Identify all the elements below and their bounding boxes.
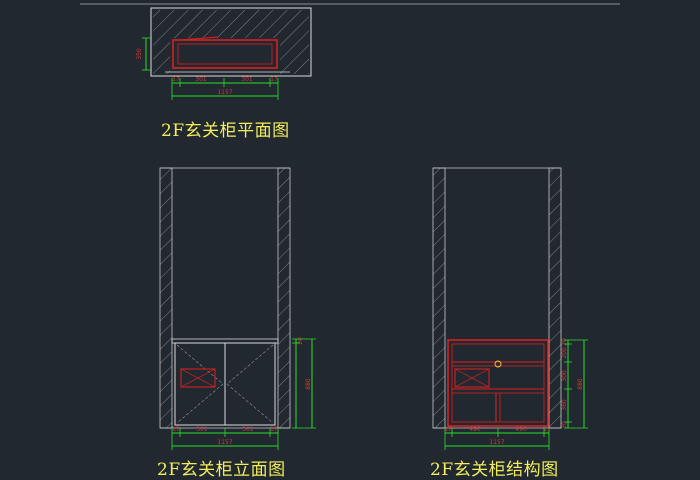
structure-dim-right-seg-5: 20 [561, 421, 568, 429]
structure-dim-right-seg-1: 20 [561, 338, 568, 346]
structure-view: 20 200 300 360 20 880 17 490 490 17 1157 [432, 167, 588, 450]
elevation-dim-seg-4: 17 [270, 426, 278, 433]
plan-dim-seg-4: 17 [270, 76, 278, 83]
structure-dim-right-seg-2: 200 [561, 347, 568, 359]
structure-dim-right-seg-4: 360 [561, 399, 568, 411]
plan-dim-seg-3: 301 [241, 76, 253, 83]
plan-dim-seg-1: 17 [172, 76, 180, 83]
elevation-door-swing [176, 344, 224, 385]
elevation-door-swing [176, 383, 224, 424]
plan-view: 350 17 301 301 17 1157 [136, 7, 312, 100]
elevation-shoe-box [180, 368, 216, 388]
plan-dim-seg-2: 301 [195, 76, 207, 83]
elevation-view-title: 2F玄关柜立面图 [157, 460, 286, 480]
elevation-door-swing [226, 383, 274, 424]
elevation-dim-right-ticks [292, 338, 316, 429]
plan-view-frame [150, 7, 312, 77]
structure-dim-total-label: 1157 [489, 439, 504, 446]
structure-wall-right [548, 167, 562, 429]
plan-dim-ticks [171, 78, 279, 100]
elevation-door-swing [226, 344, 274, 385]
structure-wall-left [432, 167, 446, 429]
structure-dim-seg-3: 490 [515, 426, 527, 433]
elevation-dim-right-seg-1: 20 [297, 337, 304, 345]
plan-cabinet-outline [172, 39, 278, 69]
elevation-dim-ticks [171, 428, 279, 450]
structure-knob [494, 360, 502, 368]
elevation-cabinet-top [171, 338, 279, 344]
elevation-dim-seg-3: 301 [242, 426, 254, 433]
elevation-dim-right-seg-2: 880 [305, 378, 312, 390]
plan-cabinet-inner [177, 43, 273, 65]
elevation-wall-right [277, 167, 291, 429]
structure-view-title: 2F玄关柜结构图 [430, 460, 559, 480]
plan-dim-left-label: 350 [136, 48, 143, 60]
elevation-dim-seg-2: 301 [196, 426, 208, 433]
structure-shoe-box [454, 368, 490, 388]
structure-shoe-box-cross [454, 368, 490, 388]
elevation-wall-left [159, 167, 173, 429]
elevation-dim-total-label: 1157 [217, 439, 232, 446]
structure-dim-right-total: 880 [577, 378, 584, 390]
structure-dim-seg-2: 490 [469, 426, 481, 433]
structure-dim-right-ticks [564, 339, 588, 429]
structure-dim-ticks [444, 428, 550, 450]
plan-dim-total-label: 1157 [217, 89, 232, 96]
plan-view-title: 2F玄关柜平面图 [161, 121, 290, 141]
structure-dim-seg-4: 17 [543, 426, 551, 433]
structure-cabinet-inner [451, 343, 545, 423]
elevation-dim-seg-1: 17 [172, 426, 180, 433]
structure-cabinet-outer [447, 339, 549, 427]
elevation-shoe-box-cross [180, 368, 216, 388]
elevation-view: 20 880 17 301 301 17 1157 [159, 167, 316, 450]
structure-dim-right-seg-3: 300 [561, 370, 568, 382]
plan-door-line [179, 36, 219, 41]
structure-dim-seg-1: 17 [444, 426, 452, 433]
